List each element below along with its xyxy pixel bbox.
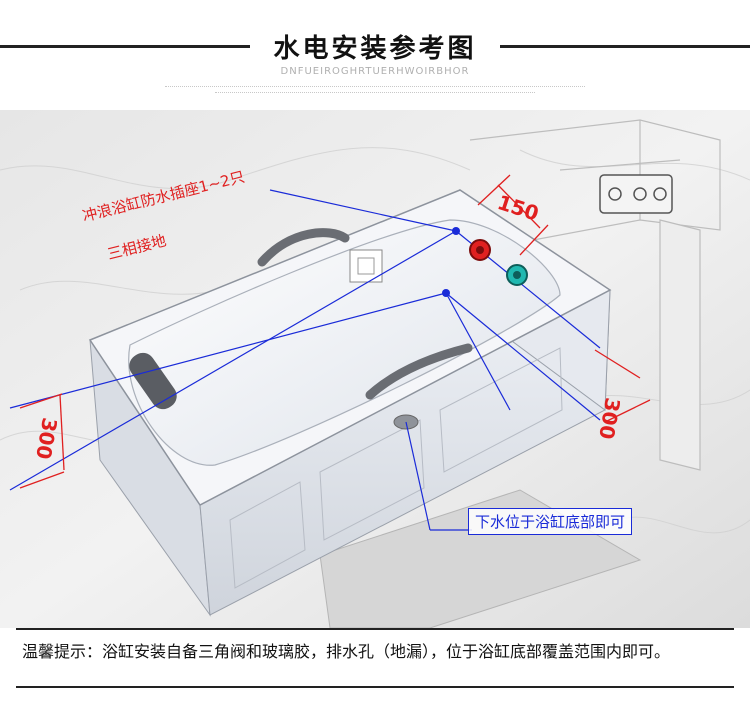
annotation-dots [442,227,460,297]
title-rule-left [0,45,250,48]
drain-note: 下水位于浴缸底部即可 [468,508,633,535]
tip-text-row: 温馨提示：浴缸安装自备三角阀和玻璃胶，排水孔（地漏），位于浴缸底部覆盖范围内即可… [22,638,670,662]
tip-content: 浴缸安装自备三角阀和玻璃胶，排水孔（地漏），位于浴缸底部覆盖范围内即可。 [102,642,671,661]
dimension-lines [19,174,651,489]
annotation-lines [9,189,601,531]
dotted-divider [215,92,535,93]
faucet-sketch [599,174,673,214]
page-title: 水电安装参考图 [273,34,477,64]
footer-rule-bottom [16,686,734,688]
footer: 温馨提示：浴缸安装自备三角阀和玻璃胶，排水孔（地漏），位于浴缸底部覆盖范围内即可… [0,628,750,708]
bathtub-illustration: 冲浪浴缸防水插座1~2只 三相接地 150 300 300 下水位于浴缸底部即可 [0,110,750,629]
header: 水电安装参考图 DNFUEIROGHRTUERHWOIRBHOR [0,0,750,110]
dotted-divider [165,86,585,87]
cold-water-valve [506,264,528,286]
footer-rule-top [16,628,734,630]
tip-label: 温馨提示： [22,642,103,661]
bathtub [88,189,612,617]
shelf-outline [469,119,721,471]
bathtub-drawing [0,110,750,629]
hot-water-valve [469,239,491,261]
title-rule-right [500,45,750,48]
page-subtitle: DNFUEIROGHRTUERHWOIRBHOR [280,66,470,77]
